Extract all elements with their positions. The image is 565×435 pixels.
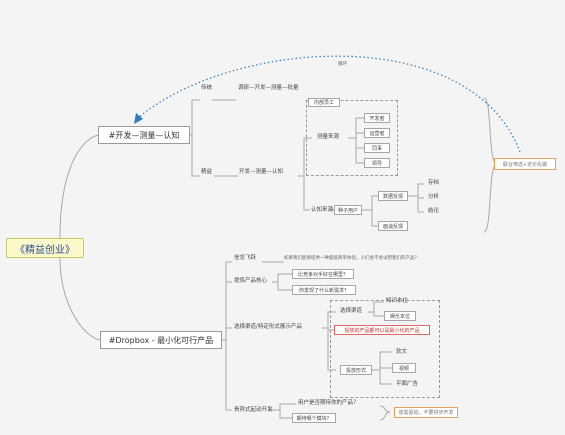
data-feedback-node[interactable]: 数据反馈 bbox=[378, 191, 408, 201]
measure-source-label: 测量来源 bbox=[317, 134, 340, 140]
entertainment-based-node[interactable]: 娱乐本位 bbox=[384, 311, 416, 321]
pricing-note-node[interactable]: 联合筛选+定价先做 bbox=[494, 158, 556, 170]
refine-core-label: 提炼产品核心 bbox=[234, 278, 268, 284]
vip-launch-label: 贵宾式起动开发 bbox=[234, 407, 273, 413]
soft-article-label: 软文 bbox=[396, 349, 408, 355]
video-node[interactable]: 视频 bbox=[392, 363, 416, 373]
demand-driven-note-node[interactable]: 放需驱动，不要拼步开发 bbox=[394, 407, 458, 418]
better-than-competitor-node[interactable]: 比竞争对手好在哪里？ bbox=[292, 269, 354, 279]
leap-of-faith-detail: 如果我们能够提供一种超级简单体验，人们会不会试用我们的产品？ bbox=[284, 256, 419, 261]
traditional-detail: 调研—开发—测量—批量 bbox=[238, 85, 299, 91]
knowledge-based-label: 知识本位 bbox=[386, 298, 409, 304]
branch-build-measure-learn[interactable]: #开发—测量—认知 bbox=[98, 126, 190, 144]
internal-staff-group bbox=[306, 100, 398, 176]
colleague-node[interactable]: 同事 bbox=[364, 143, 390, 153]
new-demand-node[interactable]: 你发现了什么新需求？ bbox=[292, 285, 356, 295]
leap-of-faith-label: 信念飞跃 bbox=[234, 255, 257, 261]
loop-arrow-label: 循环 bbox=[338, 62, 347, 67]
user-expect-label: 用户是否期待你的产品？ bbox=[298, 400, 359, 406]
channel-form-label: 选择渠道/特定形式展示产品 bbox=[234, 324, 302, 330]
cognition-source-label: 认知来源 bbox=[311, 207, 334, 213]
leader-node[interactable]: 领导 bbox=[364, 158, 390, 168]
traditional-label: 传统 bbox=[201, 85, 213, 91]
archive-label: 存档 bbox=[428, 180, 440, 186]
delivery-form-node[interactable]: 投放形式 bbox=[340, 365, 372, 375]
seed-users-node[interactable]: 种子用户 bbox=[334, 205, 362, 215]
lean-label: 精益 bbox=[201, 169, 213, 175]
mvp-note-node[interactable]: 投放的产品都可以是最小化的产品 bbox=[334, 325, 430, 335]
developer-node[interactable]: 开发者 bbox=[364, 113, 390, 123]
channel-group bbox=[330, 300, 440, 398]
conclusion-label: 结论 bbox=[428, 208, 440, 214]
branch-dropbox-mvp[interactable]: #Dropbox - 最小化可行产品 bbox=[100, 331, 222, 349]
lean-detail: 开发—测量—认知 bbox=[239, 169, 284, 175]
choose-channel-label: 选择渠道 bbox=[340, 308, 363, 314]
print-ad-label: 平面广告 bbox=[396, 381, 419, 387]
operator-node[interactable]: 运营者 bbox=[364, 128, 390, 138]
which-module-node[interactable]: 期待哪个模块？ bbox=[292, 413, 336, 423]
market-feedback-node[interactable]: 面谈反馈 bbox=[378, 221, 408, 231]
internal-staff-node[interactable]: 内部员工 bbox=[308, 98, 340, 107]
analysis-label: 分析 bbox=[428, 194, 440, 200]
root-node[interactable]: 《精益创业》 bbox=[6, 238, 84, 258]
